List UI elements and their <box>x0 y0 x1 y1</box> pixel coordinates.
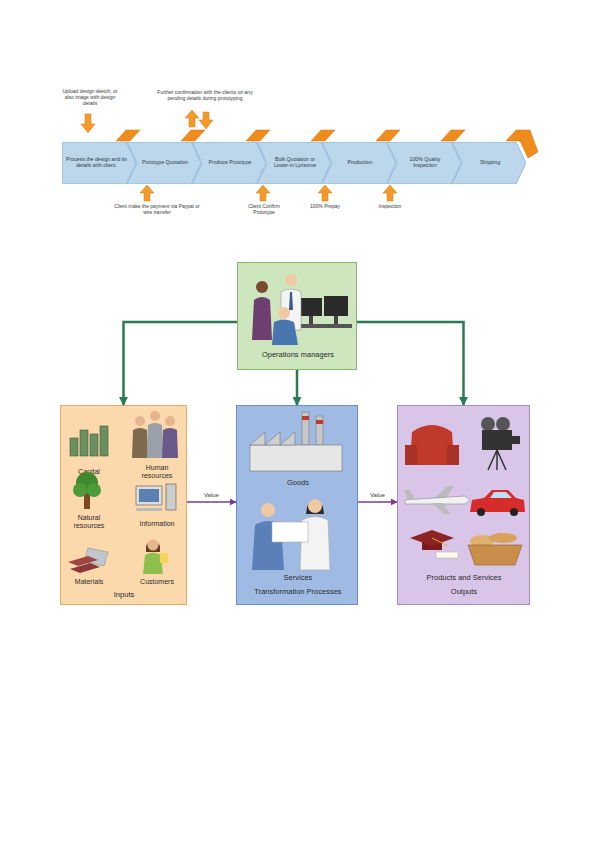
step-label: Produce Prototype <box>203 142 257 184</box>
callout-arrow <box>383 185 397 201</box>
process-chevron: Prototype Quotation <box>127 142 201 184</box>
box-label: Services <box>258 574 338 583</box>
edge-label: Value <box>358 492 398 499</box>
process-chevron: Produce Prototype <box>192 142 266 184</box>
box-label: Natural resources <box>64 514 114 530</box>
process-chevron: Bulk Quotation or Lower-in Lyrisome <box>257 142 331 184</box>
transformation-box: GoodsServicesTransformation Processes <box>236 405 358 605</box>
callout-arrow <box>81 114 95 133</box>
chevron-outline <box>192 142 266 184</box>
orange-tab <box>311 130 335 141</box>
orange-tab <box>181 130 205 141</box>
chevron-outline <box>62 142 136 184</box>
chevron-outline <box>127 142 201 184</box>
box-label: Information <box>129 520 185 528</box>
step-label: Bulk Quotation or Lower-in Lyrisome <box>268 142 322 184</box>
callout-arrow <box>318 185 332 201</box>
box-label: Inputs <box>84 591 164 600</box>
step-label: Production <box>333 142 387 184</box>
orange-tab <box>441 130 465 141</box>
callout-arrow <box>256 185 270 201</box>
chevron-outline <box>387 142 461 184</box>
box-label: Customers <box>129 578 185 586</box>
orange-tab <box>246 130 270 141</box>
callout-note: Client make the payment via Paypal or wi… <box>112 203 202 215</box>
step-label: Prototype Quotation <box>138 142 192 184</box>
box-label: Operations managers <box>243 351 353 360</box>
callout-note: Client Confirm Prototype <box>243 203 285 215</box>
process-chevron: Shipping <box>452 142 526 184</box>
box-label: Goods <box>258 479 338 488</box>
callout-note: Upload design sketch, or also image with… <box>58 88 122 106</box>
process-chevron: Process the design and its details with … <box>62 142 136 184</box>
step-label: 100% Quality Inspection <box>398 142 452 184</box>
box-label: Outputs <box>424 588 504 597</box>
flow-arrow <box>357 322 464 405</box>
chevron-outline <box>322 142 396 184</box>
edge-label: Value <box>192 492 232 499</box>
orange-tab <box>116 130 140 141</box>
orange-tab <box>376 130 400 141</box>
box-label: Materials <box>64 578 114 586</box>
step-label: Process the design and its details with … <box>66 142 127 184</box>
box-label: Products and Services <box>399 574 529 583</box>
process-chevron: 100% Quality Inspection <box>387 142 461 184</box>
box-label: Transformation Processes <box>238 588 358 597</box>
box-label: Human resources <box>132 464 182 480</box>
flow-arrow <box>187 501 236 503</box>
inputs-box: CapitalHuman resourcesNatural resourcesI… <box>60 405 187 605</box>
managers-box: Operations managers <box>237 262 357 370</box>
flow-arrow <box>358 501 397 503</box>
flow-arrow <box>296 370 299 405</box>
callout-arrow <box>140 185 154 201</box>
orange-tail <box>520 130 538 158</box>
callout-arrow <box>185 110 199 127</box>
chevron-outline <box>257 142 331 184</box>
callout-note: Inspection <box>365 203 415 209</box>
outputs-box: Products and ServicesOutputs <box>397 405 530 605</box>
process-chevron: Production <box>322 142 396 184</box>
callout-note: Further confirmation with the clients on… <box>150 89 260 101</box>
callout-note: 100% Prepay <box>300 203 350 209</box>
box-label: Capital <box>64 468 114 476</box>
step-label: Shipping <box>463 142 517 184</box>
flow-arrow <box>124 322 238 405</box>
orange-tab <box>506 130 530 141</box>
chevron-outline <box>452 142 526 184</box>
callout-arrow <box>199 112 213 129</box>
